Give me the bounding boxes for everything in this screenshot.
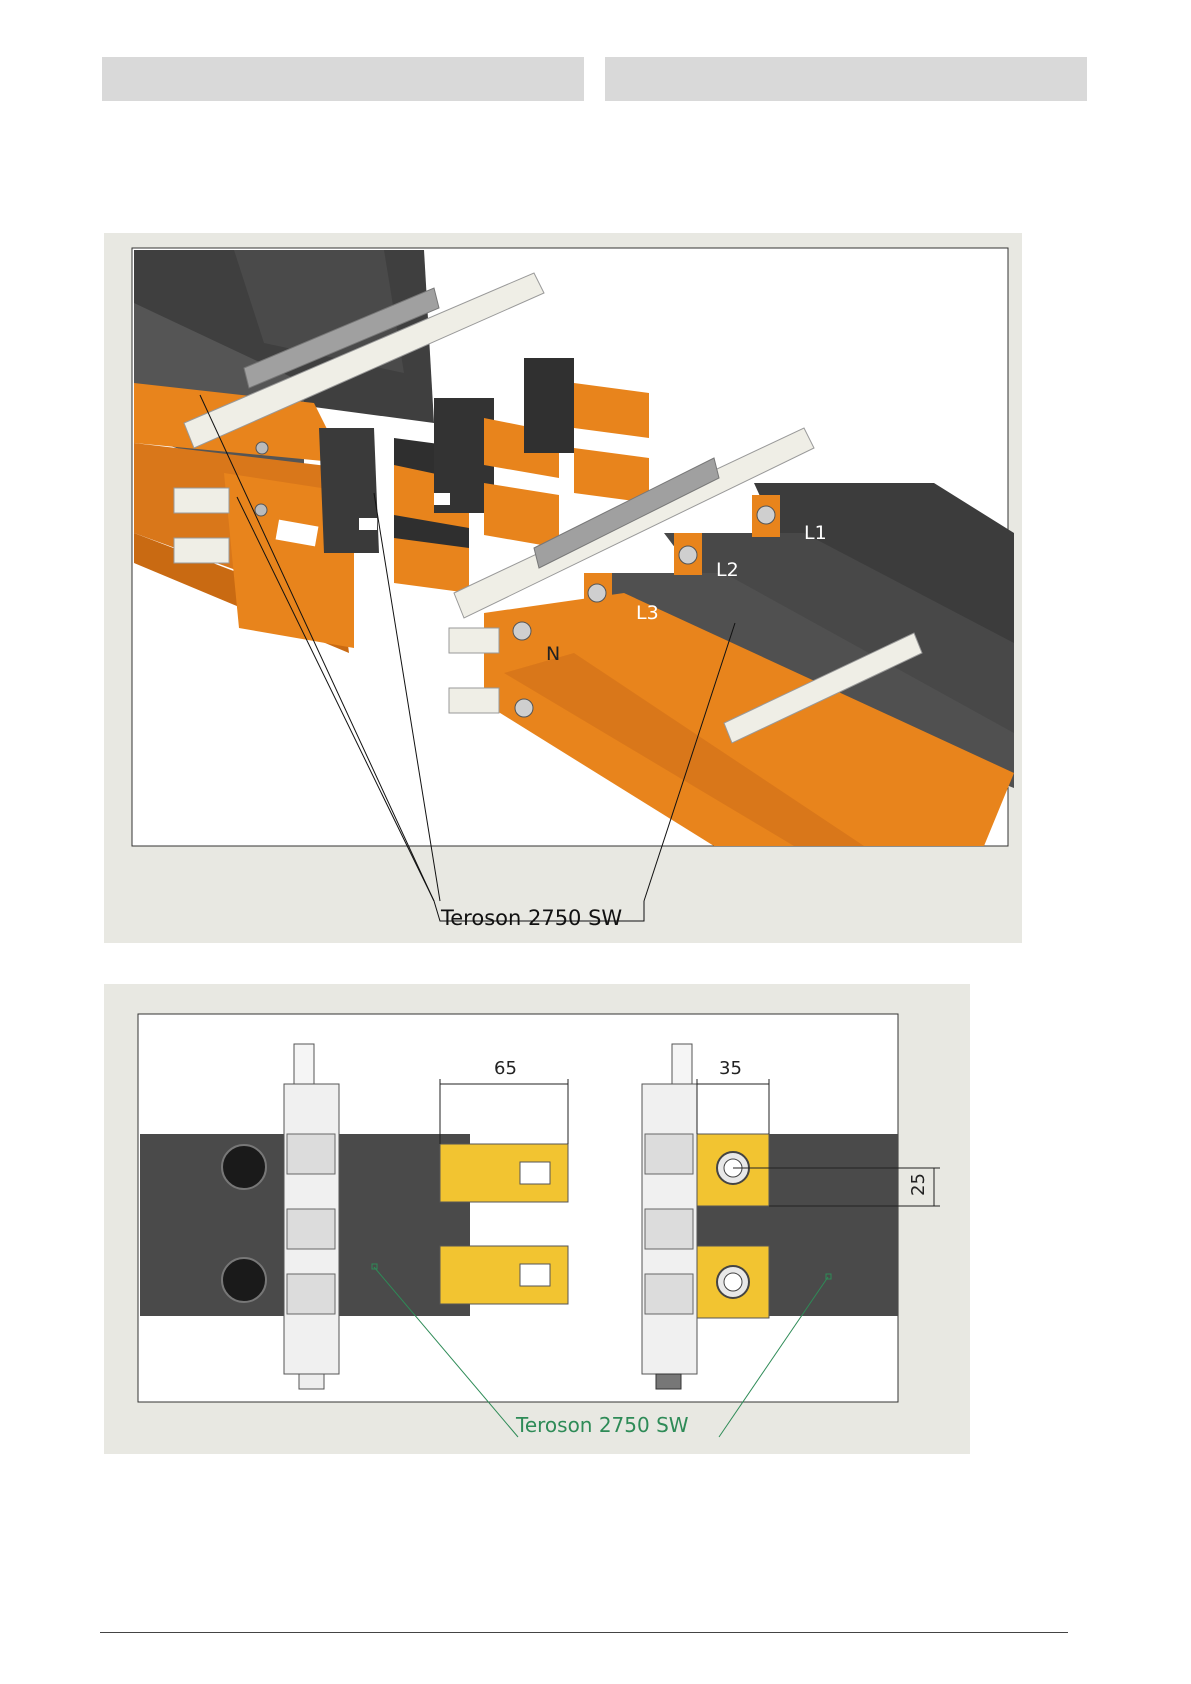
phase-label-l2: L2 bbox=[716, 559, 739, 581]
figure-isometric-joint: L1 L2 L3 N Teroson 2750 SW bbox=[104, 233, 1022, 943]
top-view-drawing: 65 35 25 Teroson 2750 SW bbox=[104, 984, 970, 1454]
callout-label-2: Teroson 2750 SW bbox=[515, 1413, 689, 1437]
phase-label-l1: L1 bbox=[804, 522, 827, 544]
dimension-65: 65 bbox=[494, 1058, 517, 1079]
header-bar-left bbox=[102, 57, 584, 101]
dimension-25: 25 bbox=[908, 1173, 929, 1196]
footer-rule bbox=[100, 1632, 1068, 1633]
phase-label-n: N bbox=[546, 643, 560, 665]
header-bar-right bbox=[605, 57, 1087, 101]
phase-label-l3: L3 bbox=[636, 602, 659, 624]
dimension-35: 35 bbox=[719, 1058, 742, 1079]
isometric-drawing: L1 L2 L3 N Teroson 2750 SW bbox=[104, 233, 1022, 943]
figure-top-view-joint: 65 35 25 Teroson 2750 SW bbox=[104, 984, 970, 1454]
callout-label: Teroson 2750 SW bbox=[440, 906, 622, 930]
